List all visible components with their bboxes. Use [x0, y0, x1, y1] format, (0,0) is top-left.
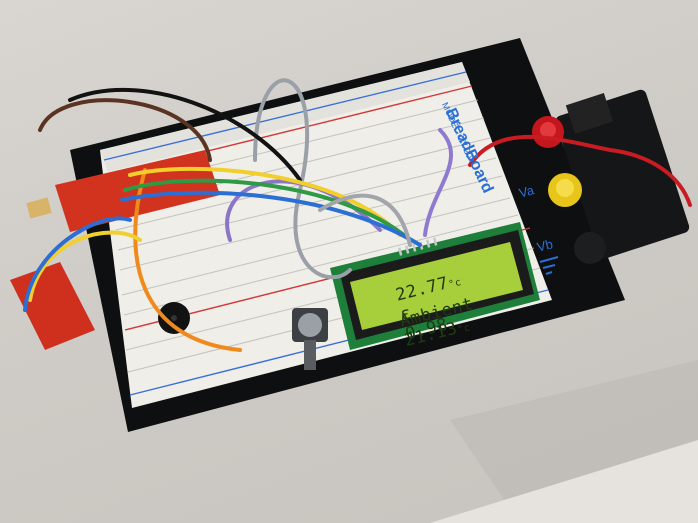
wire-yellow-left: [28, 230, 142, 302]
potentiometer-shaft: [304, 340, 316, 370]
rail-line-blue: [103, 71, 467, 161]
ground-symbol: [539, 256, 559, 275]
lcd-screen: [350, 242, 523, 330]
wire-blue: [120, 190, 422, 247]
buzzer-hole: [171, 315, 177, 321]
wire-gray-mid: [318, 193, 412, 247]
usb-connector: [26, 197, 52, 219]
wire-gray: [253, 78, 352, 280]
red-terminal-cap: [540, 122, 556, 138]
battery-holder: [555, 89, 690, 259]
wire-red-long: [468, 134, 692, 207]
wire-green: [123, 178, 412, 242]
wire-black: [68, 87, 302, 182]
lcd-ambient-unit: °c: [456, 322, 472, 337]
table-edge: [430, 440, 698, 523]
potentiometer-knob: [298, 313, 322, 337]
black-terminal: [574, 232, 606, 264]
battery-holder-top: [565, 92, 614, 134]
sensor-board: [10, 262, 95, 350]
jumper-wires: [23, 78, 692, 352]
power-rail-top: [100, 62, 470, 172]
wire-yellow: [128, 166, 402, 237]
wire-orange: [133, 168, 242, 352]
yellow-terminal-cap: [556, 179, 574, 197]
wire-purple-right: [423, 128, 454, 237]
wire-brown: [38, 98, 212, 162]
wire-blue-left: [23, 216, 132, 312]
